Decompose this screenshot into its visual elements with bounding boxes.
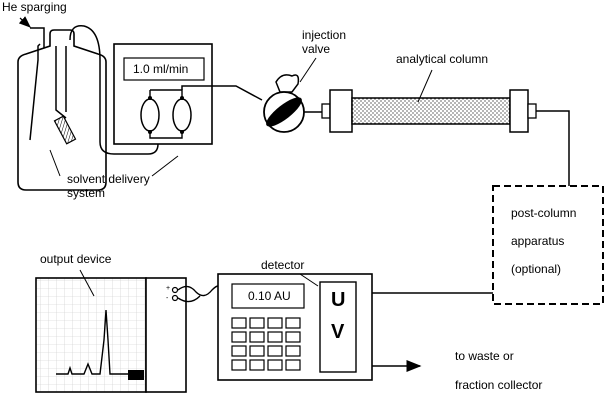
pump-to-valve-tubing <box>181 85 263 101</box>
solvent-reservoir <box>17 27 107 191</box>
pump-flow-readout: 1.0 ml/min <box>133 62 188 76</box>
detector-leader <box>299 273 319 287</box>
terminal-minus-icon <box>171 294 179 302</box>
post-column-label-line2: apparatus <box>511 234 564 248</box>
post-column-label-line1: post-column <box>511 206 576 220</box>
keypad-key <box>267 345 283 357</box>
keypad-key <box>249 345 265 357</box>
keypad-key <box>231 317 247 329</box>
keypad-key <box>267 359 283 371</box>
analytical-column <box>321 89 537 133</box>
analytical-column-label: analytical column <box>396 52 488 66</box>
column-to-postcolumn-tubing <box>536 110 570 186</box>
detector-display <box>231 283 305 309</box>
he-sparging-label: He sparging <box>2 0 67 14</box>
keypad-key <box>285 331 301 343</box>
detector-keypad <box>231 317 301 371</box>
solvent-filter-icon <box>53 115 77 145</box>
terminal-minus-sign: - <box>166 295 169 302</box>
injection-valve-label-line2: valve <box>302 42 330 56</box>
output-device: + - <box>35 277 187 393</box>
terminal-plus-icon <box>171 286 179 294</box>
injection-valve <box>263 74 305 133</box>
post-column-label-line3: (optional) <box>511 262 561 276</box>
solvent-delivery-leader <box>49 149 179 177</box>
detector-letter-u: U <box>331 289 345 311</box>
waste-label-line2: fraction collector <box>455 378 542 392</box>
signal-cable <box>177 285 219 303</box>
detector-letter-v: V <box>331 321 345 343</box>
solvent-delivery-label-line2: system <box>67 186 105 200</box>
injection-valve-label-line1: injection <box>302 28 346 42</box>
waste-label-line1: to waste or <box>455 349 514 363</box>
pump-flow-display <box>123 57 205 81</box>
detector-readout: 0.10 AU <box>248 289 291 303</box>
solvent-delivery-label-line1: solvent delivery <box>67 172 150 186</box>
keypad-key <box>285 317 301 329</box>
keypad-key <box>285 345 301 357</box>
pump-head-left-icon <box>140 98 160 132</box>
solvent-delivery-pump: 1.0 ml/min <box>113 43 213 145</box>
keypad-key <box>231 359 247 371</box>
post-column-apparatus-box <box>492 185 604 305</box>
chromatogram-trace <box>56 309 128 375</box>
analytical-column-leader <box>417 69 433 103</box>
keypad-key <box>231 331 247 343</box>
detector-label: detector <box>261 258 304 272</box>
output-device-label: output device <box>40 252 112 266</box>
uv-detector: 0.10 AU U V <box>217 273 373 381</box>
keypad-key <box>249 359 265 371</box>
keypad-key <box>267 317 283 329</box>
pump-head-right-icon <box>172 98 192 132</box>
reservoir-to-pump-tubing <box>69 25 159 155</box>
keypad-key <box>249 317 265 329</box>
keypad-key <box>231 345 247 357</box>
output-device-leader <box>79 269 95 297</box>
keypad-key <box>267 331 283 343</box>
terminal-plus-sign: + <box>166 285 170 292</box>
injection-valve-leader <box>299 57 317 83</box>
keypad-key <box>285 359 301 371</box>
keypad-key <box>249 331 265 343</box>
he-sparging-arrow <box>18 16 31 28</box>
